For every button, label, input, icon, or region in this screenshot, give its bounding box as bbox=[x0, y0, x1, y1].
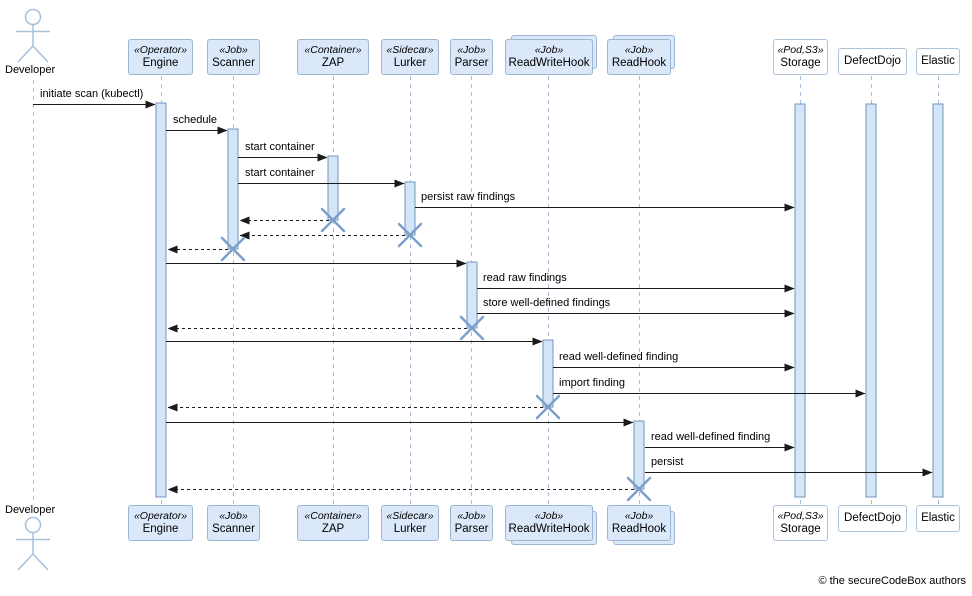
participant-stereotype: «Job» bbox=[219, 510, 248, 522]
participant-stereotype: «Operator» bbox=[133, 44, 188, 56]
participant-scanner-top: «Job» Scanner bbox=[207, 39, 260, 75]
participant-lurker-top: «Sidecar» Lurker bbox=[381, 39, 439, 75]
participant-parser-top: «Job» Parser bbox=[450, 39, 493, 75]
message-label: read well-defined finding bbox=[651, 431, 771, 443]
participant-name: Lurker bbox=[393, 523, 427, 535]
participant-stereotype: «Job» bbox=[534, 510, 564, 522]
participant-name: Parser bbox=[454, 57, 489, 69]
participant-stereotype: «Job» bbox=[624, 510, 654, 522]
message-label: initiate scan (kubectl) bbox=[40, 88, 144, 100]
participant-readwritehook-bottom: «Job» ReadWriteHook bbox=[505, 505, 597, 545]
participant-elastic-bottom: Elastic bbox=[916, 505, 960, 532]
copyright-text: © the secureCodeBox authors bbox=[818, 575, 966, 587]
participant-parser-bottom: «Job» Parser bbox=[450, 505, 493, 541]
message-label: read well-defined finding bbox=[559, 351, 679, 363]
participant-readwritehook-top: «Job» ReadWriteHook bbox=[505, 35, 597, 75]
participant-name: Elastic bbox=[921, 55, 955, 67]
participant-stereotype: «Pod,S3» bbox=[777, 44, 824, 56]
participant-name: DefectDojo bbox=[844, 55, 901, 67]
participant-storage-bottom: «Pod,S3» Storage bbox=[773, 505, 828, 541]
participant-stereotype: «Job» bbox=[457, 510, 486, 522]
participant-engine-bottom: «Operator» Engine bbox=[128, 505, 193, 541]
message-label: start container bbox=[245, 167, 315, 179]
destroy-x-marks bbox=[220, 207, 652, 502]
participant-stereotype: «Job» bbox=[534, 44, 564, 56]
participant-readhook-bottom: «Job» ReadHook bbox=[607, 505, 675, 545]
participant-stereotype: «Sidecar» bbox=[386, 44, 434, 56]
message-label: import finding bbox=[559, 377, 626, 389]
participant-engine-top: «Operator» Engine bbox=[128, 39, 193, 75]
participant-name: Storage bbox=[780, 523, 821, 535]
developer-actor-figure-bottom bbox=[16, 516, 50, 571]
participant-defectdojo-top: DefectDojo bbox=[838, 48, 907, 75]
participant-name: Engine bbox=[142, 57, 179, 69]
participant-name: Elastic bbox=[921, 512, 955, 524]
participant-name: Storage bbox=[780, 57, 821, 69]
participant-name: ReadWriteHook bbox=[508, 57, 590, 69]
participant-stereotype: «Container» bbox=[304, 510, 362, 522]
participant-stereotype: «Job» bbox=[457, 44, 486, 56]
participant-stereotype: «Pod,S3» bbox=[777, 510, 824, 522]
participant-lurker-bottom: «Sidecar» Lurker bbox=[381, 505, 439, 541]
message-label: read raw findings bbox=[483, 272, 567, 284]
participant-name: ReadHook bbox=[611, 57, 667, 69]
participant-stereotype: «Operator» bbox=[133, 510, 188, 522]
participant-stereotype: «Job» bbox=[219, 44, 248, 56]
actor-label-bottom: Developer bbox=[5, 504, 56, 516]
message-label: persist raw findings bbox=[421, 191, 516, 203]
participant-name: DefectDojo bbox=[844, 512, 901, 524]
participant-name: ZAP bbox=[321, 523, 345, 535]
message-label: persist bbox=[651, 456, 684, 468]
participant-zap-bottom: «Container» ZAP bbox=[297, 505, 369, 541]
participant-stereotype: «Container» bbox=[304, 44, 362, 56]
participant-name: Scanner bbox=[212, 523, 255, 535]
participant-name: Lurker bbox=[393, 57, 427, 69]
return-arrows bbox=[167, 216, 634, 494]
participant-name: Engine bbox=[142, 523, 179, 535]
lifelines bbox=[33, 76, 939, 504]
actor-label-top: Developer bbox=[5, 64, 56, 76]
participant-defectdojo-bottom: DefectDojo bbox=[838, 505, 907, 532]
message-label: schedule bbox=[173, 114, 218, 126]
participant-name: ReadWriteHook bbox=[508, 523, 590, 535]
participant-name: ReadHook bbox=[611, 523, 667, 535]
participant-name: Scanner bbox=[212, 57, 255, 69]
message-label: start container bbox=[245, 141, 315, 153]
participant-stereotype: «Job» bbox=[624, 44, 654, 56]
call-arrows bbox=[33, 100, 933, 477]
participant-storage-top: «Pod,S3» Storage bbox=[773, 39, 828, 75]
participant-readhook-top: «Job» ReadHook bbox=[607, 35, 675, 75]
participant-name: Parser bbox=[454, 523, 489, 535]
developer-actor-figure-top bbox=[16, 8, 50, 63]
participant-elastic-top: Elastic bbox=[916, 48, 960, 75]
message-label: store well-defined findings bbox=[483, 297, 611, 309]
participant-scanner-bottom: «Job» Scanner bbox=[207, 505, 260, 541]
participant-name: ZAP bbox=[321, 57, 345, 69]
participant-zap-top: «Container» ZAP bbox=[297, 39, 369, 75]
participant-stereotype: «Sidecar» bbox=[386, 510, 434, 522]
